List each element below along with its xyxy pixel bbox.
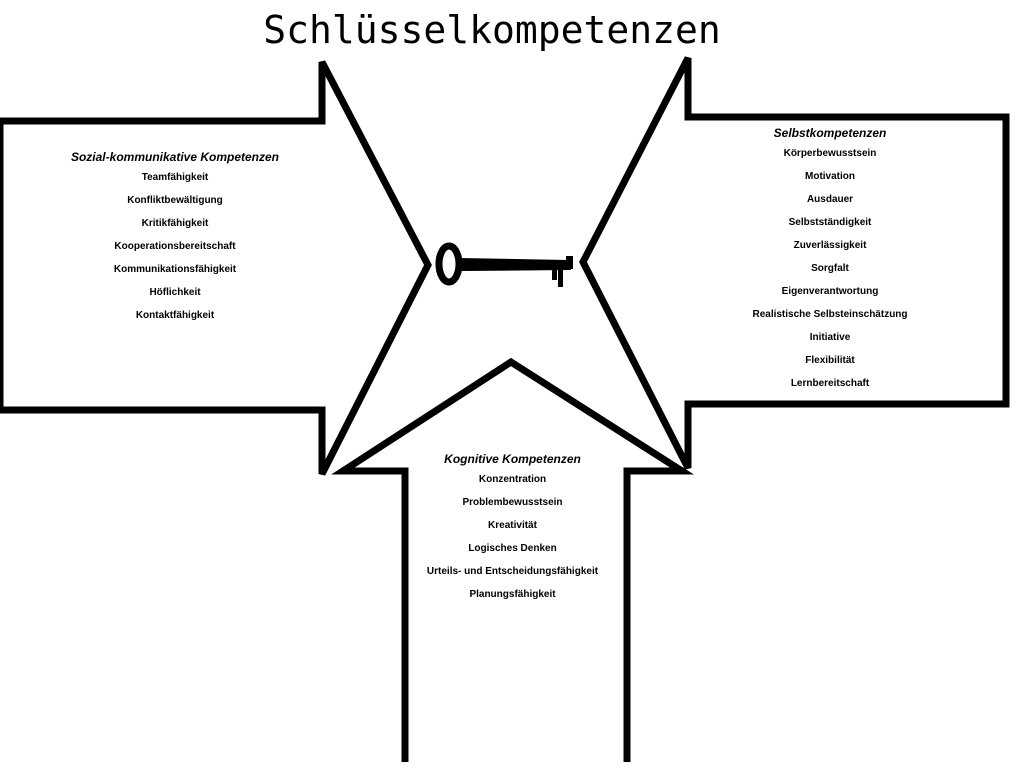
list-item: Urteils- und Entscheidungsfähigkeit xyxy=(426,566,599,577)
cognitive-competencies-panel: Kognitive Kompetenzen Konzentration Prob… xyxy=(400,452,625,613)
list-item: Kooperationsbereitschaft xyxy=(114,241,236,252)
list-item: Kritikfähigkeit xyxy=(141,218,209,229)
list-item: Lernbereitschaft xyxy=(790,378,870,389)
social-competencies-panel: Sozial-kommunikative Kompetenzen Teamfäh… xyxy=(40,150,310,334)
list-item: Höflichkeit xyxy=(149,287,201,298)
list-item: Sorgfalt xyxy=(811,263,849,274)
right-arrow-shape xyxy=(579,56,1010,470)
competency-list: Konzentration Problembewusstsein Kreativ… xyxy=(400,475,625,613)
panel-heading: Selbstkompetenzen xyxy=(773,126,887,140)
list-item: Selbstständigkeit xyxy=(788,217,872,228)
list-item: Körperbewusstsein xyxy=(783,148,877,159)
diagram-title: Schlüsselkompetenzen xyxy=(263,8,721,52)
bottom-arrow-shape xyxy=(331,357,695,762)
competency-list: Teamfähigkeit Konfliktbewältigung Kritik… xyxy=(40,173,310,334)
list-item: Teamfähigkeit xyxy=(141,172,209,183)
panel-heading: Kognitive Kompetenzen xyxy=(444,452,581,466)
list-item: Kreativität xyxy=(488,520,537,531)
list-item: Eigenverantwortung xyxy=(781,286,879,297)
self-competencies-panel: Selbstkompetenzen Körperbewusstsein Moti… xyxy=(690,126,970,402)
list-item: Ausdauer xyxy=(806,194,854,205)
list-item: Zuverlässigkeit xyxy=(793,240,867,251)
list-item: Logisches Denken xyxy=(468,543,557,554)
key-icon xyxy=(435,242,573,287)
list-item: Problembewusstsein xyxy=(462,497,563,508)
list-item: Motivation xyxy=(805,171,855,182)
list-item: Initiative xyxy=(809,332,851,343)
list-item: Kontaktfähigkeit xyxy=(135,310,215,321)
left-arrow-shape xyxy=(0,60,432,476)
list-item: Planungsfähigkeit xyxy=(469,589,556,600)
list-item: Konfliktbewältigung xyxy=(127,195,223,206)
list-item: Realistische Selbsteinschätzung xyxy=(752,309,908,320)
panel-heading: Sozial-kommunikative Kompetenzen xyxy=(70,150,280,164)
list-item: Kommunikationsfähigkeit xyxy=(113,264,237,275)
list-item: Konzentration xyxy=(478,474,547,485)
competency-list: Körperbewusstsein Motivation Ausdauer Se… xyxy=(690,149,970,402)
list-item: Flexibilität xyxy=(805,355,855,366)
